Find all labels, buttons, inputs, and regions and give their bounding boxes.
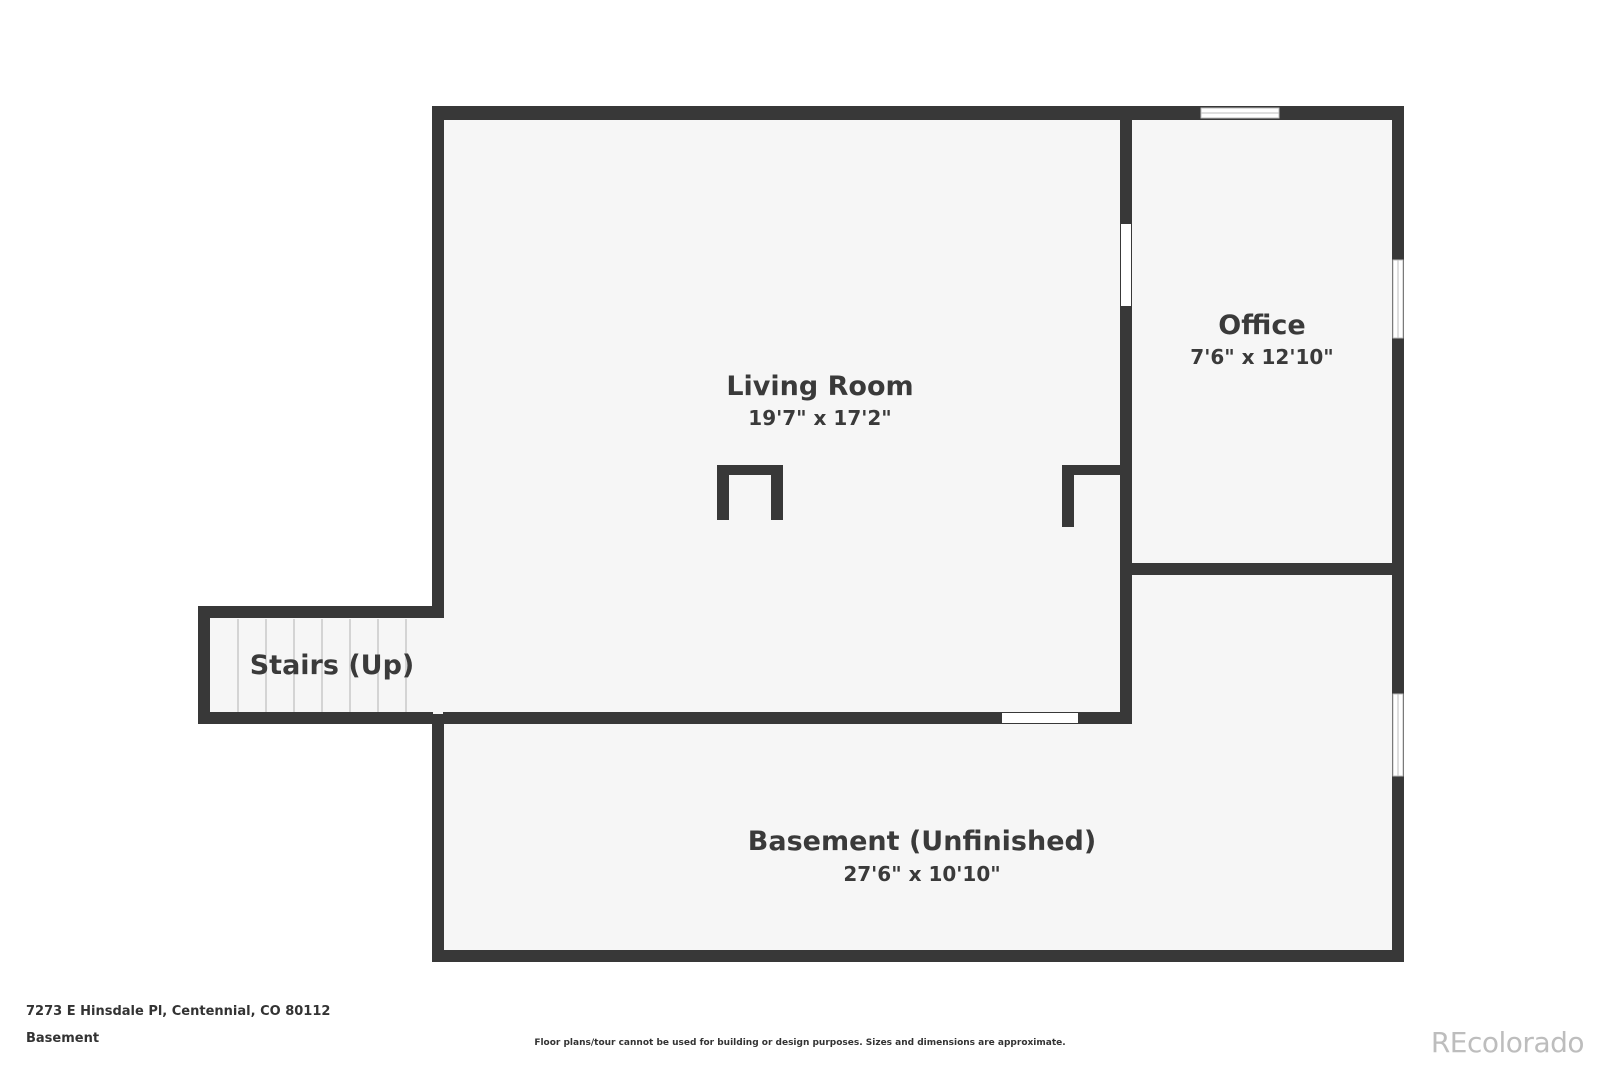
wall-right	[1392, 106, 1404, 962]
column-left-top	[717, 465, 783, 475]
brand-logo-text: REcolorado	[1430, 1026, 1585, 1059]
wall-stairs-left	[198, 606, 210, 724]
column-left-leg-a	[717, 465, 729, 520]
wall-stairs-top	[198, 606, 444, 618]
wall-office-basement	[1120, 563, 1404, 575]
wall-left-upper	[432, 106, 444, 618]
property-address: 7273 E Hinsdale Pl, Centennial, CO 80112	[26, 1004, 331, 1019]
stair-treads	[237, 619, 407, 714]
stairs-label: Stairs (Up)	[250, 650, 415, 681]
wall-living-basement	[198, 712, 1132, 724]
wall-bottom	[432, 950, 1404, 962]
wall-left-lower	[432, 714, 444, 962]
stairs-opening	[433, 618, 443, 714]
office-dims: 7'6" x 12'10"	[1190, 345, 1333, 369]
column-left-leg-b	[771, 465, 783, 520]
basement-floor	[432, 565, 1396, 957]
column-right-leg	[1062, 465, 1074, 527]
column-right-top	[1062, 465, 1124, 475]
disclaimer-text: Floor plans/tour cannot be used for buil…	[534, 1038, 1066, 1048]
basement-label: Basement (Unfinished)	[748, 826, 1096, 857]
office-floor	[1120, 113, 1396, 565]
living-room-label: Living Room	[726, 371, 913, 402]
office-label: Office	[1218, 310, 1305, 341]
doorway-living-basement	[1002, 713, 1078, 723]
living-room-dims: 19'7" x 17'2"	[748, 406, 891, 430]
wall-living-office	[1120, 106, 1132, 724]
doorway-living-office	[1121, 224, 1131, 306]
floor-level-label: Basement	[26, 1031, 100, 1046]
openings	[433, 107, 1404, 777]
basement-dims: 27'6" x 10'10"	[843, 862, 1000, 886]
wall-top	[432, 106, 1404, 120]
